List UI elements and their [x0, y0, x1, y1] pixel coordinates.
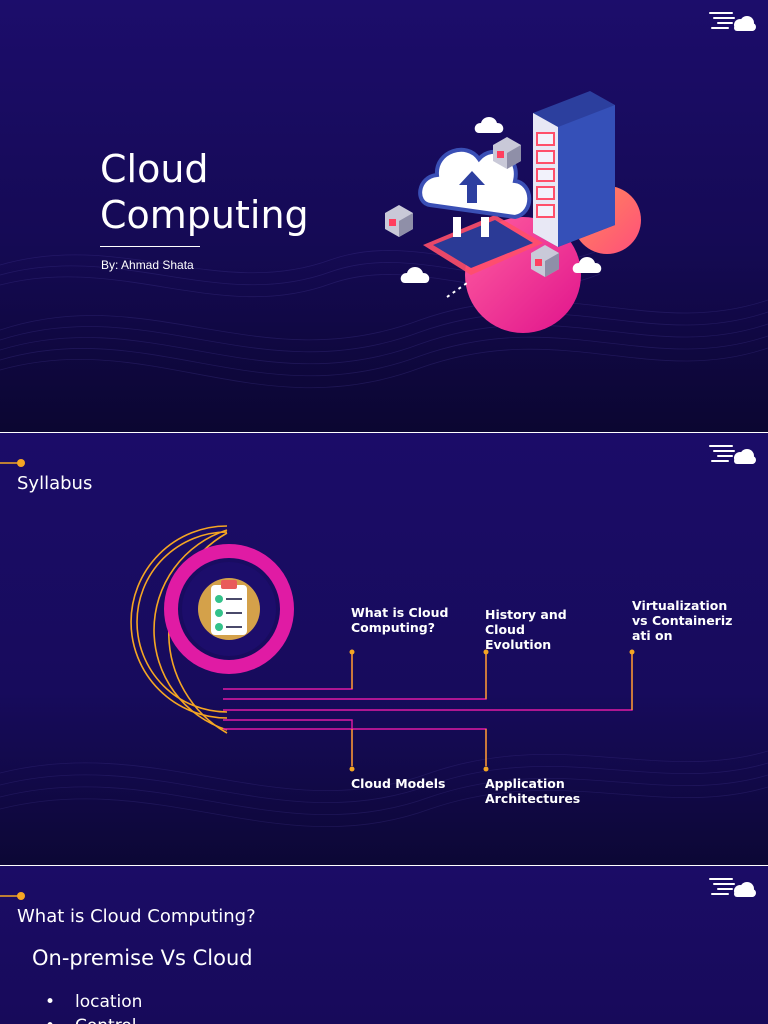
wave-background — [0, 750, 768, 828]
cloud-logo-icon — [709, 878, 756, 897]
slide-heading: What is Cloud Computing? — [17, 906, 256, 927]
cloud-logo-icon — [709, 12, 756, 31]
slide-marker — [0, 459, 25, 467]
magenta-ring — [164, 544, 294, 674]
bullet-list: location Control — [45, 990, 142, 1024]
wave-background — [0, 249, 768, 389]
slide-heading: Syllabus — [17, 473, 93, 494]
list-item: Control — [45, 1014, 142, 1024]
slide-what-is-cloud: What is Cloud Computing? On-premise Vs C… — [0, 866, 768, 1024]
cube-icon — [531, 245, 559, 277]
platform-top — [433, 220, 533, 268]
server-rack-icon — [533, 91, 615, 247]
small-cloud-icon — [400, 267, 430, 283]
list-item: location — [45, 990, 142, 1014]
author-text: By: Ahmad Shata — [101, 258, 194, 272]
slide-marker — [0, 892, 25, 900]
connector-lines — [223, 652, 633, 766]
clipboard-checklist-icon — [198, 578, 260, 640]
title-line-2: Computing — [100, 193, 309, 237]
connector-dots — [349, 649, 635, 772]
cloud-server-illustration — [385, 91, 641, 333]
topic-application-architectures: Application Architectures — [485, 776, 581, 806]
slide-syllabus: Syllabus — [0, 433, 768, 865]
title-line-1: Cloud — [100, 147, 209, 191]
cloud-logo-icon — [709, 445, 756, 464]
cube-icon — [493, 137, 521, 169]
topic-what-is-cloud: What is Cloud Computing? — [351, 605, 449, 635]
topic-history: History and Cloud Evolution — [485, 607, 567, 652]
slide-subheading: On-premise Vs Cloud — [32, 946, 253, 970]
upload-cloud-icon — [418, 147, 532, 237]
title-underline — [100, 246, 200, 247]
topic-virtualization: Virtualization vs Containerizati on — [632, 598, 733, 643]
small-cloud-icon — [572, 257, 602, 273]
connector-accents — [351, 652, 633, 766]
syllabus-diagram — [130, 525, 635, 772]
topic-cloud-models: Cloud Models — [351, 776, 446, 791]
slide-title: Cloud Computing By: Ahmad Shata — [0, 0, 768, 432]
small-cloud-icon — [474, 117, 504, 133]
presentation-title: Cloud Computing — [100, 146, 309, 238]
cube-icon — [385, 205, 413, 237]
